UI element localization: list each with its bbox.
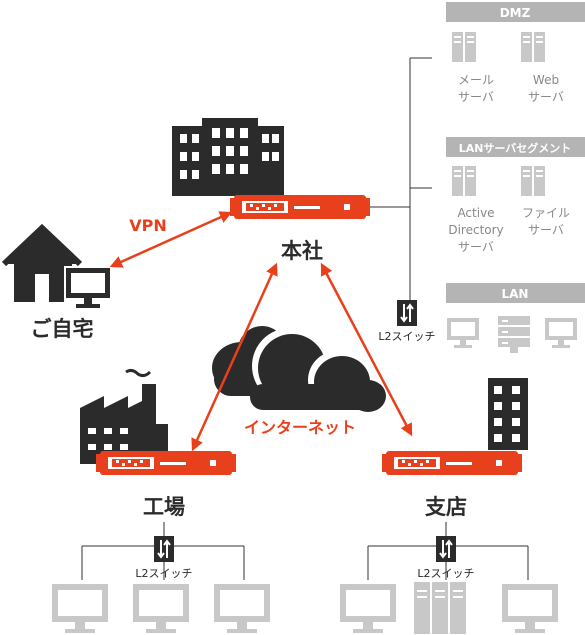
vpn-arrow [109,211,233,268]
lan-server-header [446,137,585,157]
lan-header [446,283,585,303]
hq-branch-arrow [320,262,413,437]
monitor-icon [545,318,577,348]
hq-switch-label: L2スイッチ [378,330,435,343]
segment-links [368,57,432,300]
branch-building-icon [488,378,528,450]
hq-label: 本社 [281,239,323,263]
factory-router-icon [96,451,236,475]
mail-server-label: メール [458,73,494,87]
server-icon [452,166,476,196]
lan-server-title: LANサーバセグメント [459,141,572,155]
lan-title: LAN [502,287,529,301]
branch-switch-label: L2スイッチ [417,567,474,580]
server-icon [414,582,466,634]
branch-router-icon [382,451,522,475]
factory-switch-icon [153,535,175,563]
dmz-title: DMZ [500,6,531,20]
lan-segment: LAN [446,283,585,353]
monitor-icon [502,584,558,633]
hq-switch-icon [396,299,418,327]
ad-server-label: Active [457,206,494,220]
factory-switch-label: L2スイッチ [135,567,192,580]
ad-server-label-3: サーバ [458,240,494,254]
house-icon [1,223,83,302]
monitor-icon [133,584,189,633]
file-server-label: ファイル [522,206,570,220]
web-server-label-2: サーバ [528,90,564,104]
vpn-label: VPN [129,216,167,235]
home-label: ご自宅 [31,317,94,341]
server-icon [521,166,545,196]
server-icon [452,32,476,62]
ad-server-label-2: Directory [448,223,503,237]
mail-server-label-2: サーバ [458,90,494,104]
lan-server-segment: LANサーバセグメント Active Directory サーバ ファイル サー… [446,137,585,254]
hq-factory-arrow [191,262,278,452]
home-monitor-icon [64,266,112,308]
hq-router-icon [230,195,370,219]
monitor-icon [214,584,270,633]
file-server-label-2: サーバ [528,223,564,237]
monitor-icon [52,584,108,633]
web-server-label: Web [533,73,559,87]
monitor-icon [447,318,479,348]
branch-switch-icon [435,535,457,563]
hq-building-icon [172,118,284,196]
factory-icon [80,368,168,464]
monitor-icon [340,584,396,633]
server-icon [498,316,530,353]
server-icon [521,32,545,62]
dmz-header [446,2,585,22]
dmz-segment: DMZ メール サーバ Web サーバ [446,2,585,104]
internet-label: インターネット [244,418,356,437]
branch-label: 支店 [425,495,467,519]
factory-label: 工場 [143,495,185,519]
